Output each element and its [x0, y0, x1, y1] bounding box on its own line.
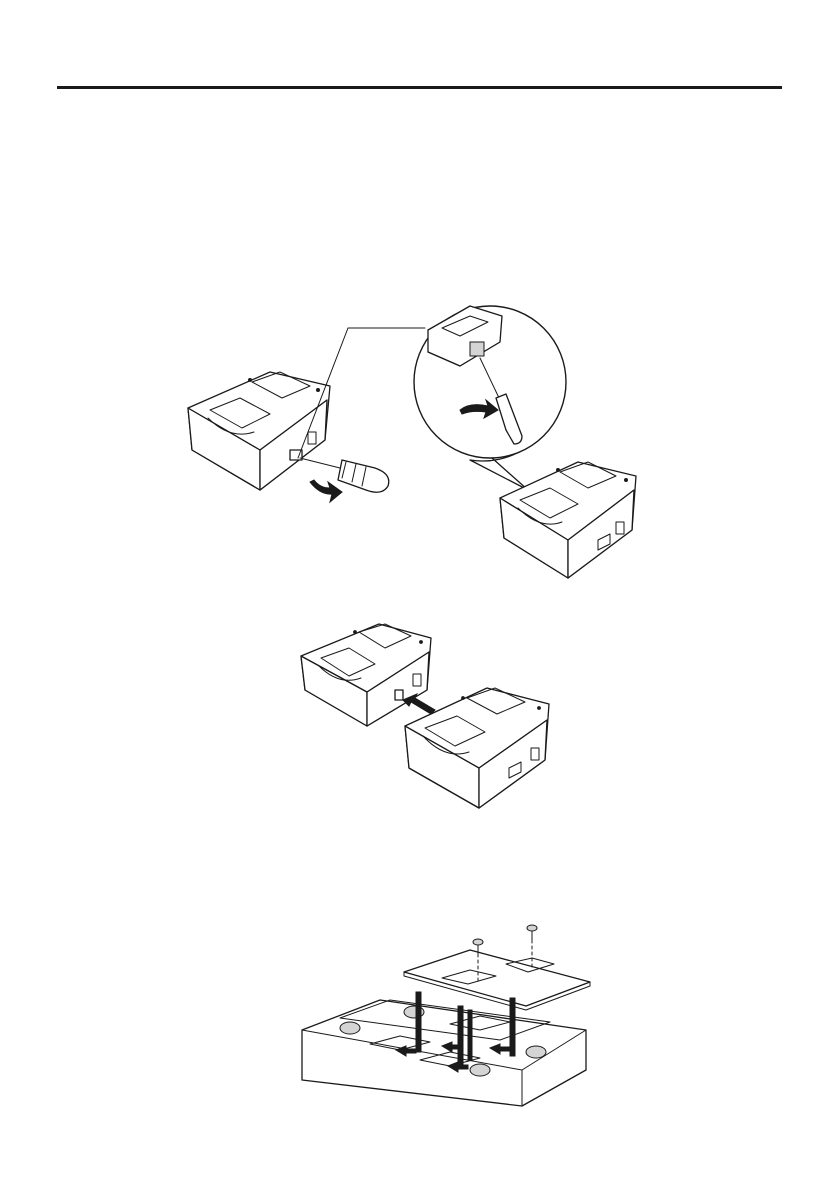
figure-connect-chargers [295, 618, 565, 810]
header-rule [57, 86, 782, 89]
figure-detach-cover [170, 290, 670, 590]
figure-attach-plate [300, 920, 590, 1110]
charger-base-row [302, 1000, 586, 1106]
rotate-arrow-icon [310, 480, 342, 502]
screw-icon [527, 925, 537, 970]
zoom-detail-circle [414, 306, 566, 490]
charger-unit-top [301, 624, 431, 726]
mounting-plate [404, 950, 590, 1010]
screwdriver-icon [300, 458, 389, 492]
charger-unit-right [500, 462, 636, 578]
